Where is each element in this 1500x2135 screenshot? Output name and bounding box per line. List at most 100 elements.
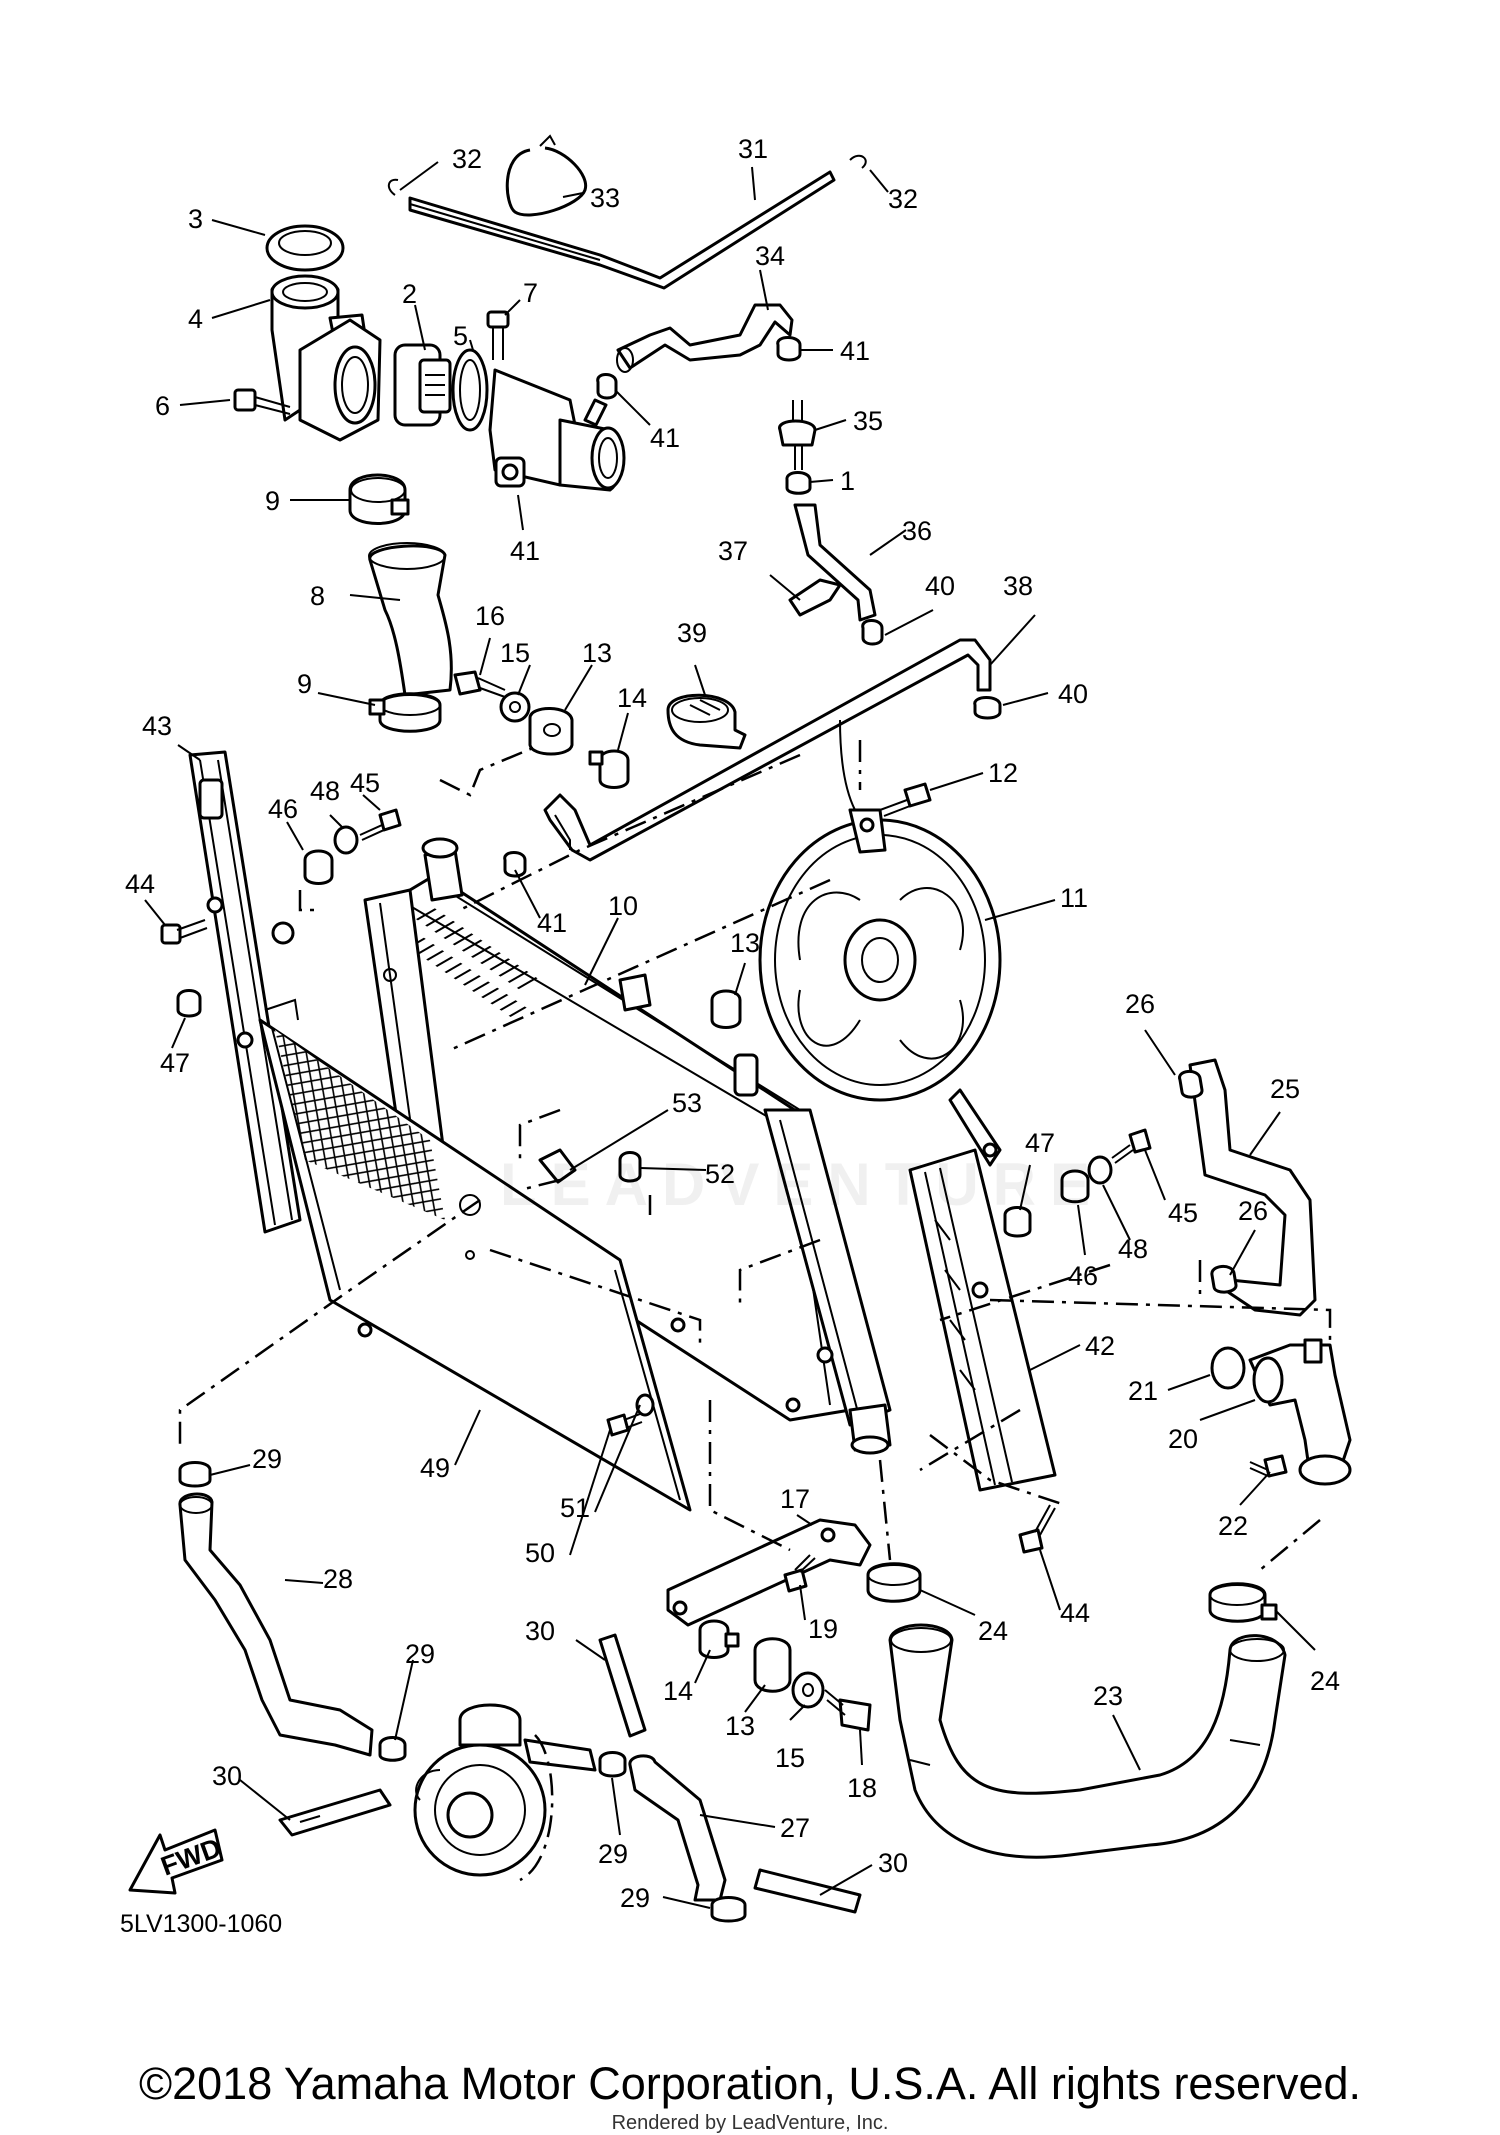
callout-label: 26	[1125, 989, 1155, 1019]
callout-label: 17	[780, 1484, 810, 1514]
bolt-16	[453, 670, 482, 696]
callout-leaders	[144, 161, 1316, 1909]
callout-label: 30	[525, 1616, 555, 1646]
bolt-44	[160, 923, 182, 945]
callout-label: 24	[1310, 1666, 1340, 1696]
callout-label: 13	[725, 1711, 755, 1741]
collar-52	[618, 1151, 642, 1183]
side-cover-43	[188, 750, 302, 1234]
callout-label: 24	[978, 1616, 1008, 1646]
callout-label: 47	[1025, 1128, 1055, 1158]
callout-label: 34	[755, 241, 785, 271]
o-ring-21	[1210, 1346, 1246, 1390]
callout-label: 50	[525, 1538, 555, 1568]
callout-label: 33	[590, 183, 620, 213]
hose-27	[628, 1754, 727, 1902]
right-hose-group	[866, 1058, 1352, 1859]
grommet-13	[528, 707, 574, 756]
radiator-hose-upper	[368, 544, 453, 697]
bolt-12	[903, 782, 932, 808]
callout-label: 11	[1060, 883, 1088, 913]
bolt-7	[486, 310, 510, 329]
callout-label: 41	[510, 536, 540, 566]
callout-label: 40	[1058, 679, 1088, 709]
callout-label: 44	[125, 869, 155, 899]
callout-label: 37	[718, 536, 748, 566]
water-pump	[413, 1703, 597, 1882]
washer-51	[635, 1393, 655, 1417]
washer-15	[499, 691, 531, 723]
callout-label: 16	[475, 601, 505, 631]
callout-label: 31	[738, 134, 768, 164]
collar-14	[598, 749, 630, 789]
drawing-code: 5LV1300-1060	[120, 1910, 283, 1938]
callout-label: 22	[1218, 1511, 1248, 1541]
bolt-45	[378, 808, 402, 832]
callout-label: 49	[420, 1453, 450, 1483]
callout-label: 19	[808, 1614, 838, 1644]
bracket-53	[538, 1148, 577, 1184]
callout-label: 18	[847, 1773, 877, 1803]
hose-36	[793, 503, 877, 622]
callout-label: 52	[705, 1159, 735, 1189]
band-clip-33	[505, 146, 588, 217]
callout-label: 7	[523, 278, 538, 308]
radiator-cap	[265, 224, 345, 272]
callout-label: 30	[878, 1848, 908, 1878]
watermark: LEADVENTURE	[500, 1151, 1105, 1218]
bracket-17	[666, 1518, 872, 1627]
washer-15b	[791, 1671, 825, 1709]
left-side-cover-group	[160, 750, 402, 1234]
lower-left-group: FWD	[128, 1461, 862, 1923]
grommet-13b	[710, 989, 742, 1029]
callout-label: 1	[840, 466, 855, 496]
radiator-hose-23	[888, 1623, 1287, 1859]
lower-group	[258, 998, 872, 1732]
bolt	[233, 388, 257, 412]
callout-label: 44	[1060, 1598, 1090, 1628]
callout-label: 9	[265, 486, 280, 516]
callout-label: 39	[677, 618, 707, 648]
callout-label: 47	[160, 1048, 190, 1078]
callout-label: 48	[310, 776, 340, 806]
callout-label: 29	[405, 1639, 435, 1669]
clamp-41	[776, 336, 802, 362]
callout-label: 29	[252, 1444, 282, 1474]
bolt-18	[838, 1698, 872, 1732]
clamp-29c	[710, 1896, 747, 1923]
callout-label: 14	[617, 683, 647, 713]
callout-label: 15	[775, 1743, 805, 1773]
o-ring	[451, 348, 489, 432]
callout-label: 3	[188, 204, 203, 234]
hose-28	[178, 1492, 374, 1757]
copyright-notice: ©2018 Yamaha Motor Corporation, U.S.A. A…	[138, 2058, 1362, 2109]
cooling-fan-group	[758, 719, 1002, 1167]
callout-label: 36	[902, 516, 932, 546]
callout-label: 46	[1068, 1261, 1098, 1291]
callout-label: 41	[840, 336, 870, 366]
mount-hardware-top	[453, 670, 932, 817]
callout-label: 41	[650, 423, 680, 453]
grommet-46	[303, 849, 334, 885]
callout-label: 12	[988, 758, 1018, 788]
right-side-cover-group	[908, 1128, 1152, 1554]
thermostat-housing-group	[233, 224, 626, 733]
grommet-46b	[1060, 1169, 1090, 1204]
callout-label: 29	[598, 1839, 628, 1869]
grommet-47	[176, 989, 202, 1018]
washer-48b	[1087, 1155, 1113, 1185]
plate-30a	[278, 1788, 392, 1837]
bracket-37	[788, 578, 842, 617]
callout-label: 41	[537, 908, 567, 938]
clamp-29b	[598, 1751, 627, 1778]
dashed-reference-lines	[178, 740, 1332, 1571]
callout-label: 45	[350, 768, 380, 798]
callout-label: 21	[1128, 1376, 1158, 1406]
callout-label: 9	[297, 669, 312, 699]
callout-label: 32	[452, 144, 482, 174]
callout-label: 43	[142, 711, 172, 741]
callout-label: 6	[155, 391, 170, 421]
callout-label: 45	[1168, 1198, 1198, 1228]
plate-30b	[598, 1633, 647, 1738]
